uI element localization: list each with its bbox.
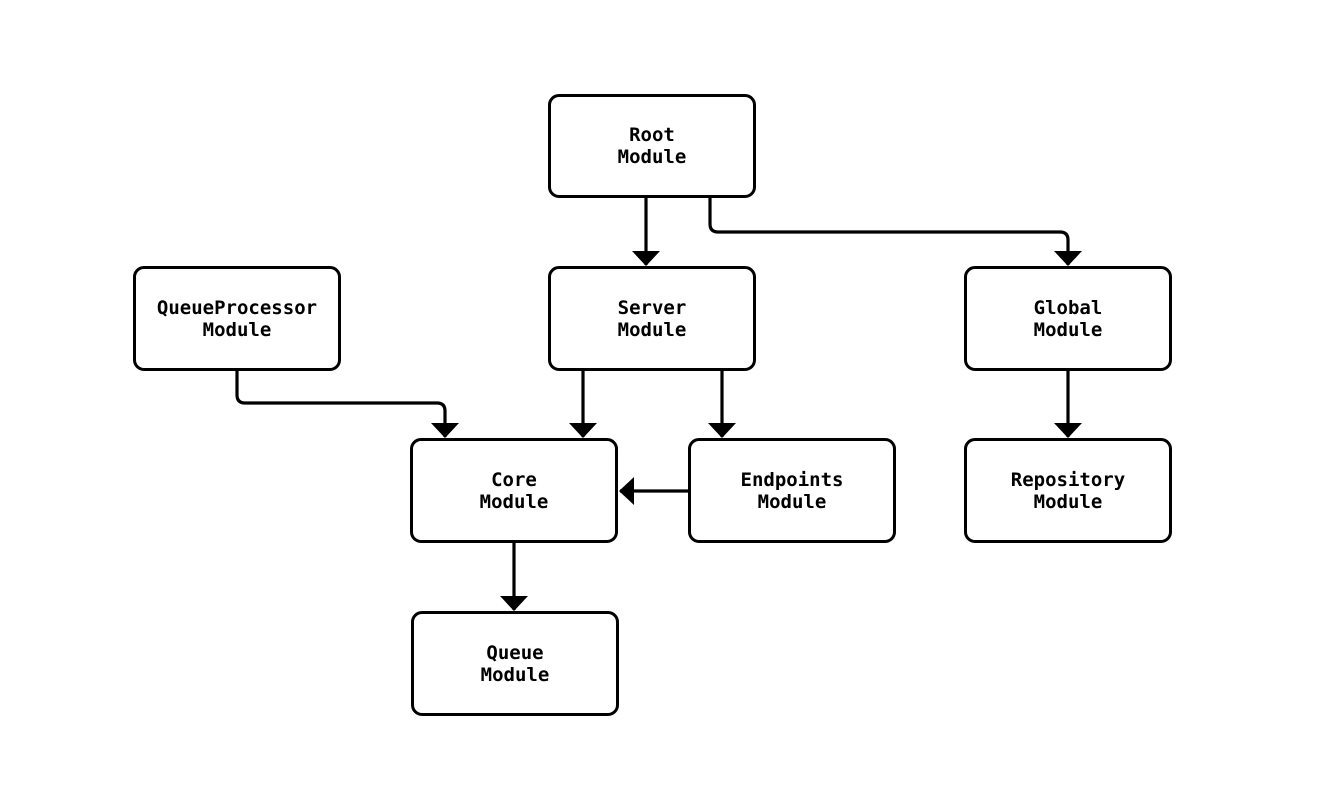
edge-queueprocessor-module-to-core-module (235, 371, 459, 438)
node-label-line: Module (617, 318, 687, 341)
node-label-line: QueueProcessor (156, 296, 318, 319)
node-label-line: Module (757, 490, 827, 513)
node-label-line: Server (617, 296, 687, 319)
node-label-line: Core (491, 468, 537, 491)
node-label-line: Module (202, 318, 272, 341)
node-label-line: Repository (1010, 468, 1126, 491)
edges-group (235, 198, 1082, 611)
node-label-line: Queue (486, 641, 544, 664)
node-label-line: Module (1033, 318, 1103, 341)
edge-root-module-to-global-module (708, 198, 1082, 266)
node-label-line: Global (1033, 296, 1103, 319)
node-label-line: Module (479, 490, 549, 513)
node-label-line: Module (480, 663, 550, 686)
node-label-line: Module (617, 146, 687, 168)
node-label-line: Endpoints (740, 468, 844, 491)
node-label-line: Root (629, 124, 675, 146)
node-label-line: Module (1033, 490, 1103, 513)
